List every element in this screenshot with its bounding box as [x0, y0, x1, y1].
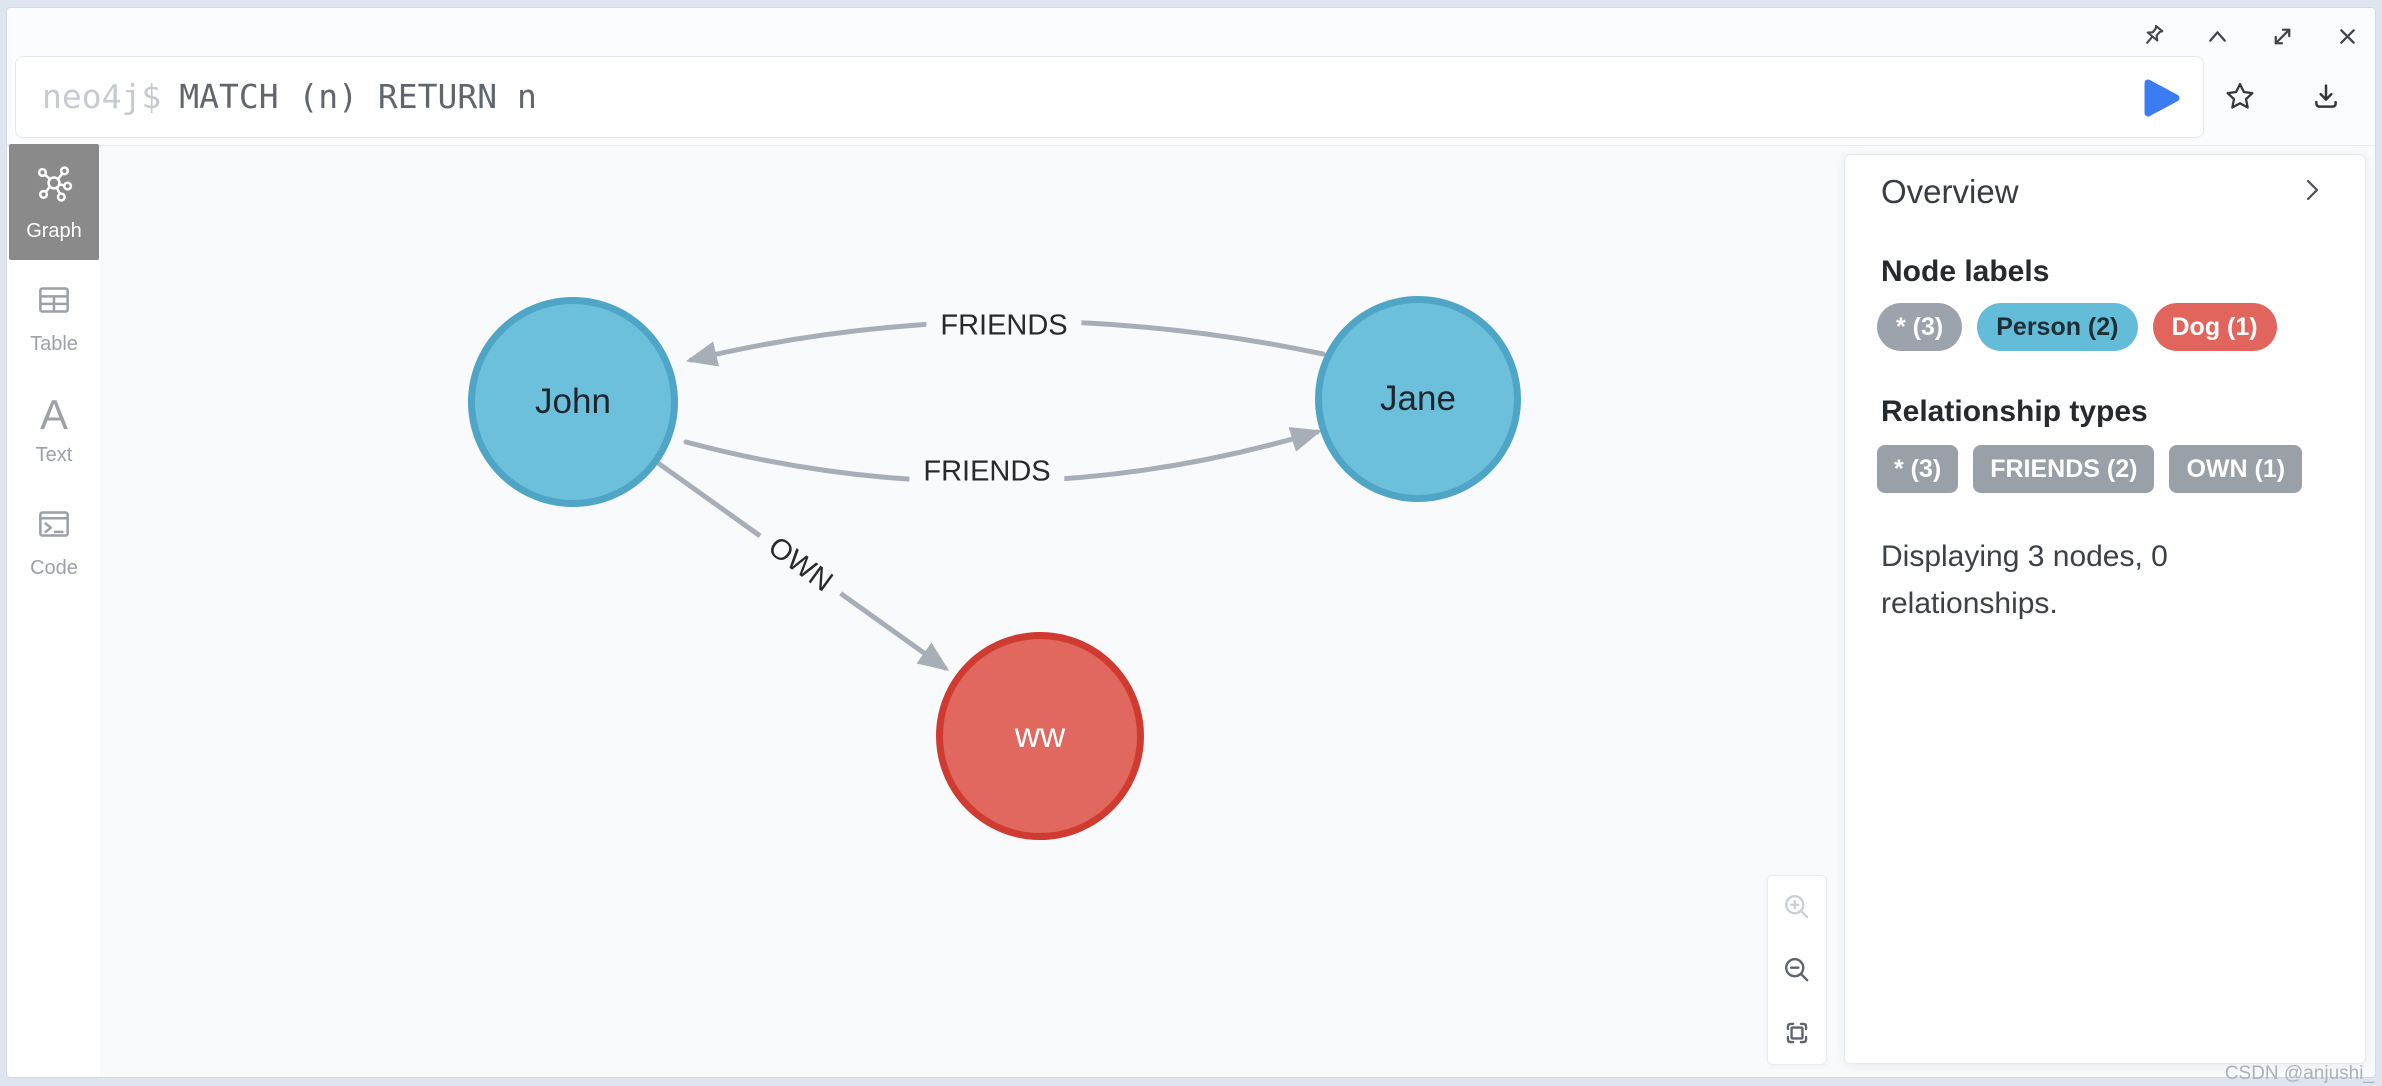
- query-text[interactable]: neo4j$ MATCH (n) RETURN n: [42, 57, 537, 137]
- tab-table[interactable]: Table: [9, 279, 99, 365]
- window-controls: [2137, 21, 2363, 52]
- result-frame: Graph Table A Text Code: [7, 144, 2375, 1077]
- pin-icon[interactable]: [2137, 21, 2168, 52]
- relationship-types-row: * (3) FRIENDS (2) OWN (1): [1877, 445, 2303, 493]
- tab-code[interactable]: Code: [9, 503, 99, 589]
- watermark: CSDN @anjushi_: [2224, 1063, 2374, 1084]
- edge-label-friends-john-jane[interactable]: FRIENDS: [909, 452, 1065, 492]
- graph-node-ww[interactable]: ww: [936, 632, 1144, 840]
- query-string[interactable]: MATCH (n) RETURN n: [179, 77, 537, 116]
- overview-title: Overview: [1881, 173, 2019, 210]
- download-icon[interactable]: [2309, 80, 2343, 114]
- node-label-pill-0[interactable]: * (3): [1877, 303, 1963, 351]
- zoom-out-icon[interactable]: [1780, 953, 1814, 987]
- chevron-right-icon[interactable]: [2297, 175, 2327, 205]
- tab-graph[interactable]: Graph: [9, 144, 99, 260]
- graph-icon: [31, 162, 77, 213]
- display-status: Displaying 3 nodes, 0 relationships.: [1881, 540, 2168, 620]
- run-query-button[interactable]: [2140, 76, 2184, 120]
- node-labels-heading: Node labels: [1881, 255, 2050, 288]
- node-labels-row: * (3) Person (2) Dog (1): [1877, 303, 2277, 351]
- relationship-types-heading: Relationship types: [1881, 395, 2148, 428]
- graph-node-jane[interactable]: Jane: [1315, 296, 1521, 502]
- tab-graph-label: Graph: [26, 219, 82, 242]
- view-switcher-sidebar: Graph Table A Text Code: [7, 144, 101, 1077]
- favorite-star-icon[interactable]: [2223, 80, 2257, 114]
- tab-table-label: Table: [30, 333, 78, 355]
- zoom-in-icon[interactable]: [1780, 890, 1814, 924]
- zoom-controls: [1767, 875, 1827, 1065]
- graph-node-john[interactable]: John: [468, 297, 678, 507]
- query-editor[interactable]: neo4j$ MATCH (n) RETURN n: [15, 56, 2204, 138]
- edge-label-friends-jane-john[interactable]: FRIENDS: [926, 306, 1082, 346]
- tab-text-label: Text: [35, 444, 73, 466]
- query-prompt: neo4j$: [42, 77, 162, 116]
- relationship-chip-0[interactable]: * (3): [1877, 445, 1959, 493]
- collapse-up-icon[interactable]: [2202, 21, 2233, 52]
- table-icon: [33, 279, 75, 326]
- node-label-pill-2[interactable]: Dog (1): [2152, 303, 2277, 351]
- text-icon: A: [39, 391, 68, 438]
- node-label-pill-1[interactable]: Person (2): [1977, 303, 2138, 351]
- fullscreen-expand-icon[interactable]: [2267, 21, 2298, 52]
- tab-code-label: Code: [30, 557, 78, 579]
- app-window: neo4j$ MATCH (n) RETURN n Graph: [6, 7, 2376, 1078]
- relationship-chip-2[interactable]: OWN (1): [2169, 445, 2303, 493]
- tab-text[interactable]: A Text: [9, 393, 99, 479]
- relationship-chip-1[interactable]: FRIENDS (2): [1973, 445, 2155, 493]
- query-bar-actions: [2223, 80, 2343, 114]
- fit-to-screen-icon[interactable]: [1780, 1016, 1814, 1050]
- overview-panel: Overview Node labels * (3) Person (2) Do…: [1844, 154, 2366, 1064]
- code-icon: [33, 503, 75, 550]
- close-icon[interactable]: [2332, 21, 2363, 52]
